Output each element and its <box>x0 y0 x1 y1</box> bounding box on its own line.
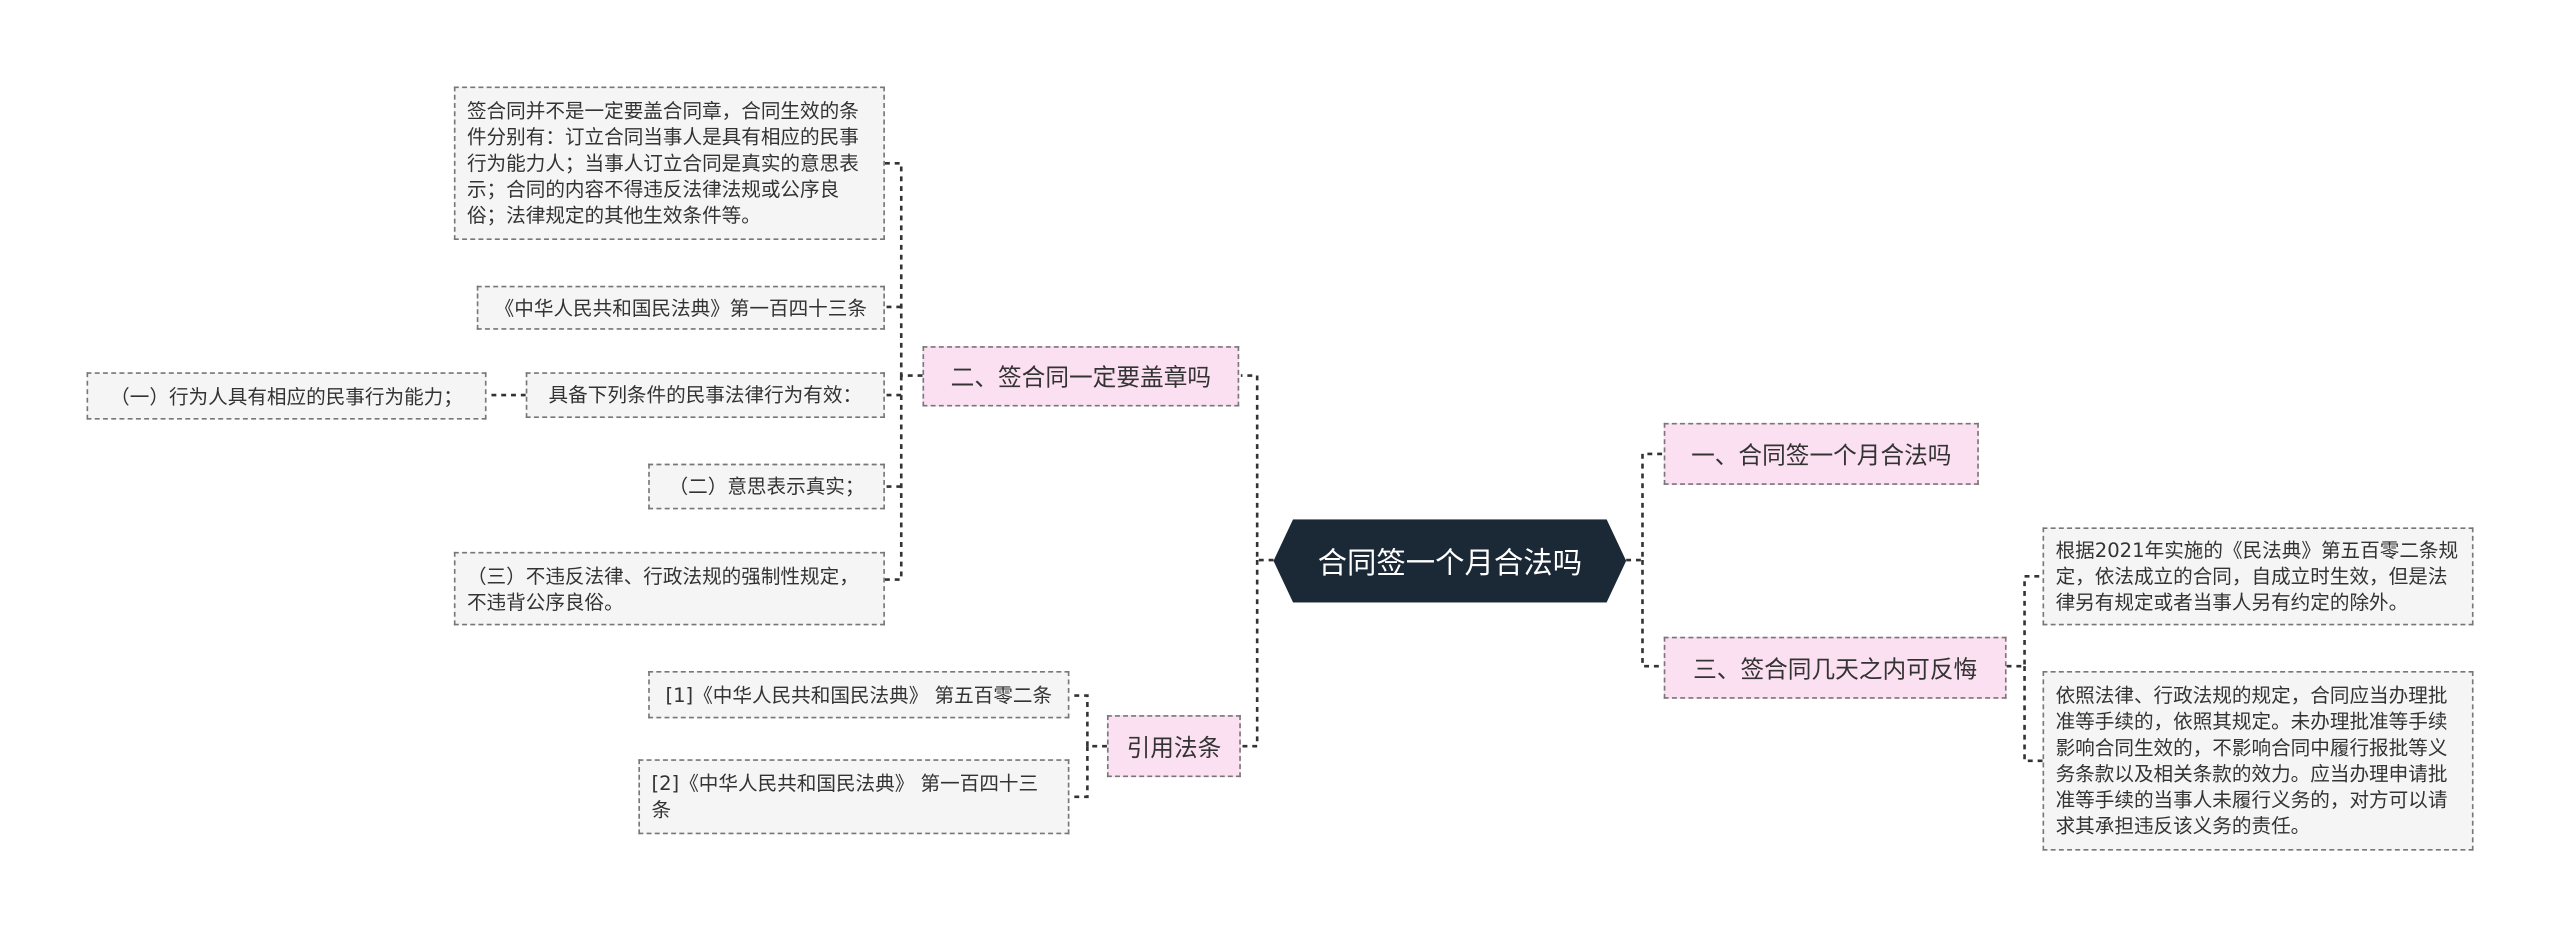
leaf-civil-code-143[interactable]: 《中华人民共和国民法典》第一百四十三条 <box>476 285 885 330</box>
leaf-text: 根据2021年实施的《民法典》第五百零二条规定，依法成立的合同，自成立时生效，但… <box>2055 538 2459 614</box>
leaf-text: [1]《中华人民共和国民法典》 第五百零二条 <box>665 683 1053 707</box>
leaf-approval-text[interactable]: 依照法律、行政法规的规定，合同应当办理批准等手续的，依照其规定。未办理批准等手续… <box>2042 671 2474 851</box>
leaf-text: 签合同并不是一定要盖合同章，合同生效的条件分别有：订立合同当事人是具有相应的民事… <box>466 99 859 227</box>
leaf-ref-1[interactable]: [1]《中华人民共和国民法典》 第五百零二条 <box>648 671 1070 719</box>
topic-cancel-period[interactable]: 三、签合同几天之内可反悔 <box>1663 636 2007 699</box>
topic-label: 三、签合同几天之内可反悔 <box>1693 657 1978 684</box>
link-t3-approval <box>2023 666 2043 763</box>
root-topic[interactable]: 合同签一个月合法吗 <box>1274 519 1627 602</box>
leaf-conditions-text[interactable]: 签合同并不是一定要盖合同章，合同生效的条件分别有：订立合同当事人是具有相应的民事… <box>453 86 885 241</box>
leaf-item-1[interactable]: （一）行为人具有相应的民事行为能力； <box>86 372 487 420</box>
link-root-t3 <box>1641 560 1664 668</box>
link-t3-art502 <box>2006 575 2043 668</box>
topic-label: 二、签合同一定要盖章吗 <box>950 365 1212 392</box>
link-t2-conditions <box>884 161 923 377</box>
leaf-art-502-text[interactable]: 根据2021年实施的《民法典》第五百零二条规定，依法成立的合同，自成立时生效，但… <box>2042 527 2474 626</box>
root-topic-label: 合同签一个月合法吗 <box>1317 546 1583 581</box>
link-root-t2 <box>1240 374 1274 562</box>
link-root-t1 <box>1626 452 1664 562</box>
leaf-text: （三）不违反法律、行政法规的强制性规定，不违背公序良俗。 <box>466 564 859 614</box>
leaf-text: （一）行为人具有相应的民事行为能力； <box>110 384 463 408</box>
leaf-text: 依照法律、行政法规的规定，合同应当办理批准等手续的，依照其规定。未办理批准等手续… <box>2055 684 2448 838</box>
leaf-item-3[interactable]: （三）不违反法律、行政法规的强制性规定，不违背公序良俗。 <box>453 551 885 626</box>
leaf-text: [2]《中华人民共和国民法典》 第一百四十三条 <box>651 772 1039 822</box>
link-t2-item3 <box>884 375 903 581</box>
topic-cited-laws[interactable]: 引用法条 <box>1106 715 1241 778</box>
leaf-text: 具备下列条件的民事法律行为有效： <box>548 383 863 407</box>
leaf-text: 《中华人民共和国民法典》第一百四十三条 <box>494 296 867 320</box>
link-t4-ref2 <box>1069 746 1089 799</box>
topic-label: 引用法条 <box>1126 735 1222 762</box>
leaf-valid-conditions[interactable]: 具备下列条件的民事法律行为有效： <box>525 372 885 418</box>
link-t4-ref1 <box>1069 694 1107 748</box>
topic-contract-one-month[interactable]: 一、合同签一个月合法吗 <box>1663 422 1979 485</box>
leaf-text: （二）意思表示真实； <box>668 475 865 498</box>
topic-seal-required[interactable]: 二、签合同一定要盖章吗 <box>922 346 1240 407</box>
leaf-item-2[interactable]: （二）意思表示真实； <box>648 463 885 510</box>
link-root-t4 <box>1240 560 1259 748</box>
leaf-ref-2[interactable]: [2]《中华人民共和国民法典》 第一百四十三条 <box>638 759 1070 835</box>
topic-label: 一、合同签一个月合法吗 <box>1691 443 1952 470</box>
